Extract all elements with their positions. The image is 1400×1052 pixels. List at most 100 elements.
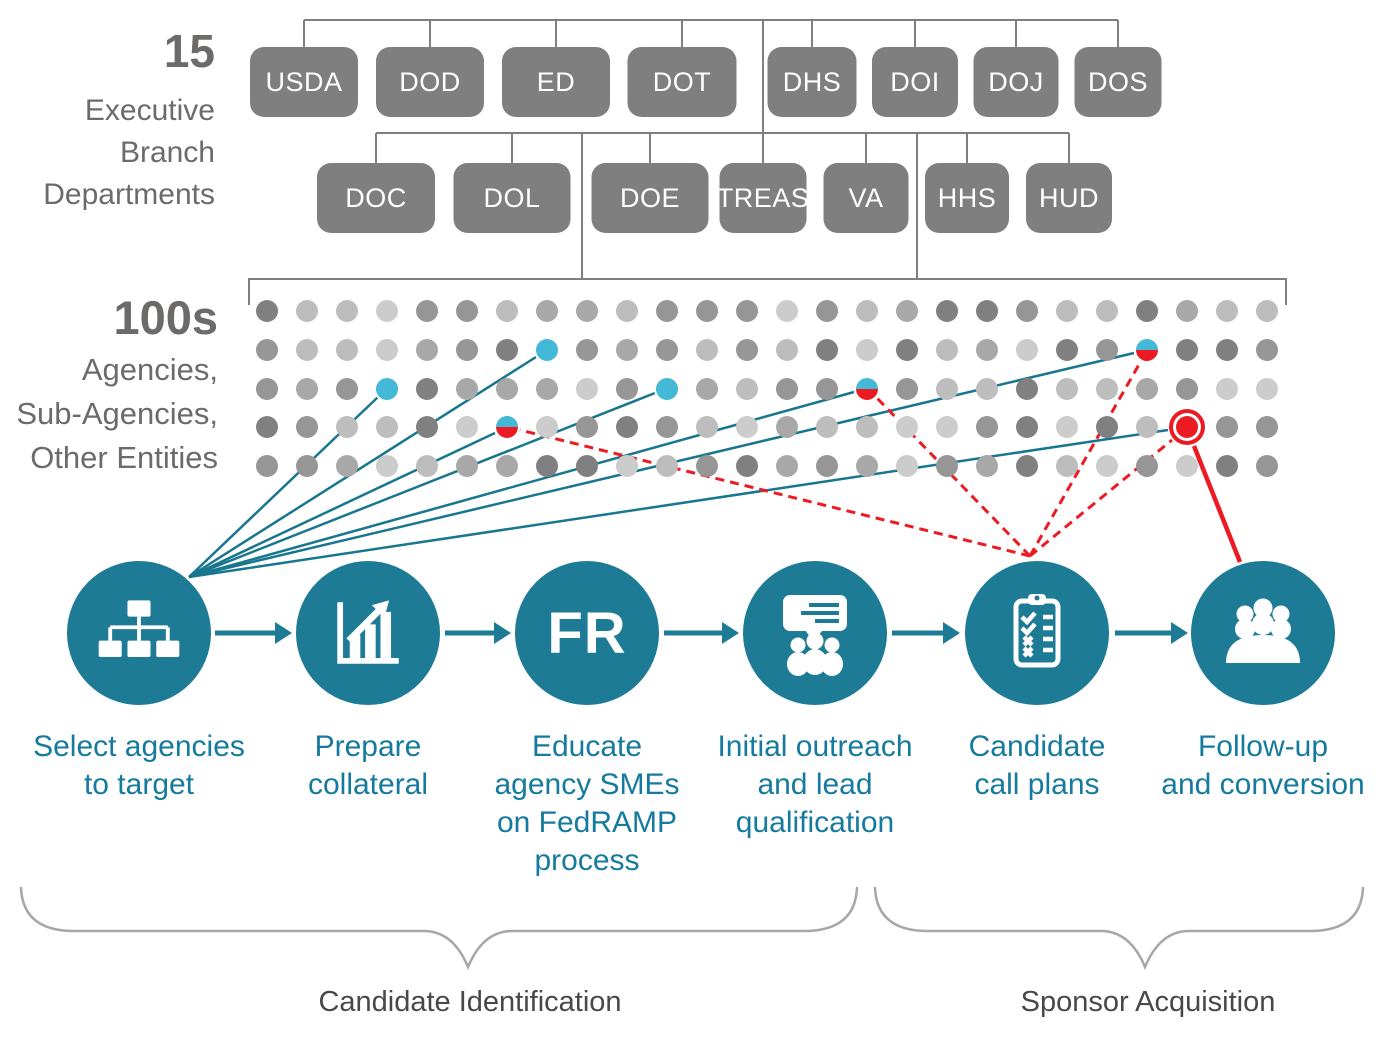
annotation-line: Departments (43, 178, 215, 211)
agency-dot (1216, 377, 1238, 400)
agency-dot (1096, 455, 1118, 477)
department-label: DOC (345, 182, 407, 213)
agency-dot (576, 300, 598, 322)
department-label: ED (536, 66, 576, 97)
agency-dot (536, 377, 558, 400)
agency-dot (1256, 377, 1278, 400)
clipboard-checklist-icon (1013, 594, 1061, 668)
agency-dot (336, 338, 358, 361)
agency-dot (576, 377, 598, 400)
agency-dot (696, 416, 718, 439)
agency-dot (856, 416, 878, 439)
department-box: DOT (627, 47, 737, 117)
agency-dot (816, 377, 838, 400)
agency-dot (1016, 300, 1038, 322)
agency-dot (456, 416, 478, 439)
agency-dot (296, 455, 318, 477)
cyan-agency-dot (376, 377, 398, 400)
agency-dot (1176, 377, 1198, 400)
agency-dot (336, 455, 358, 477)
department-label: USDA (265, 66, 343, 97)
department-box: ED (502, 47, 610, 117)
bar-chart-icon (337, 600, 399, 664)
agency-dot (256, 455, 278, 477)
agency-dot (776, 455, 798, 477)
step-circle-prepare-collateral (296, 561, 440, 705)
department-label: DOJ (988, 66, 1044, 97)
cyan-agency-dot (656, 377, 678, 400)
agency-dot (576, 455, 598, 477)
step-label-educate-smes: Educate agency SMEs on FedRAMP process (494, 730, 680, 877)
department-label: DOI (890, 66, 940, 97)
agency-dot (336, 300, 358, 322)
agency-dot (1016, 338, 1038, 361)
agency-dot (296, 416, 318, 439)
agency-dot (1056, 455, 1078, 477)
department-label: DOT (652, 66, 712, 97)
ringed-agency-dot (1176, 416, 1198, 439)
agency-dot (1176, 455, 1198, 477)
agency-dot (936, 455, 958, 477)
agency-dot (1016, 416, 1038, 439)
department-box: DOC (317, 163, 435, 233)
agency-dot (976, 455, 998, 477)
agency-dot (256, 300, 278, 322)
agency-dot (1016, 455, 1038, 477)
agency-dot (536, 300, 558, 322)
agency-dot (1216, 300, 1238, 322)
agency-dot (296, 377, 318, 400)
agency-dot (776, 338, 798, 361)
department-box: HHS (925, 163, 1009, 233)
agency-dot (976, 338, 998, 361)
department-box: DOL (453, 163, 571, 233)
agency-dot (1056, 338, 1078, 361)
agency-dot (776, 416, 798, 439)
department-box: DOJ (973, 47, 1059, 117)
agency-dot (936, 377, 958, 400)
agency-dot (336, 416, 358, 439)
agency-dot (1096, 416, 1118, 439)
org-chart-icon (98, 600, 180, 657)
agency-dot (976, 300, 998, 322)
split-agency-dot (1136, 338, 1158, 361)
agency-dot (1256, 416, 1278, 439)
agency-dot (696, 338, 718, 361)
discussion-icon (783, 595, 847, 676)
agency-dot (536, 416, 558, 439)
department-label: DOD (399, 66, 461, 97)
agency-dot (1256, 338, 1278, 361)
agency-dot (736, 300, 758, 322)
agency-dot (416, 338, 438, 361)
agency-dot (816, 416, 838, 439)
department-label: DOS (1087, 66, 1148, 97)
agency-dot (736, 338, 758, 361)
annotation-line: Branch (119, 136, 215, 169)
agency-dot (616, 377, 638, 400)
agency-dot (616, 416, 638, 439)
agency-dot (416, 377, 438, 400)
agency-dot (256, 416, 278, 439)
agency-dot (656, 300, 678, 322)
step-circle-candidate-call-plans (965, 561, 1109, 705)
agency-dot (1256, 300, 1278, 322)
agency-dot (616, 300, 638, 322)
executive-branch-annotation: 15 Executive Branch Departments (0, 26, 215, 216)
agency-dot (856, 455, 878, 477)
agency-dot (1096, 338, 1118, 361)
agency-dot (896, 416, 918, 439)
agency-dot (256, 377, 278, 400)
agency-dot (416, 416, 438, 439)
agency-dot (416, 455, 438, 477)
agency-dot (1136, 377, 1158, 400)
step-label-follow-up: Follow-up and conversion (1161, 730, 1365, 801)
meeting-icon (1226, 598, 1300, 663)
step-circle-select-agencies (67, 561, 211, 705)
agency-dot (656, 416, 678, 439)
agency-dot (496, 455, 518, 477)
step-label-candidate-call-plans: Candidate call plans (968, 730, 1106, 801)
department-box: USDA (250, 47, 358, 117)
annotation-line: Other Entities (30, 440, 218, 475)
agency-dot (896, 455, 918, 477)
department-box: DOI (872, 47, 958, 117)
